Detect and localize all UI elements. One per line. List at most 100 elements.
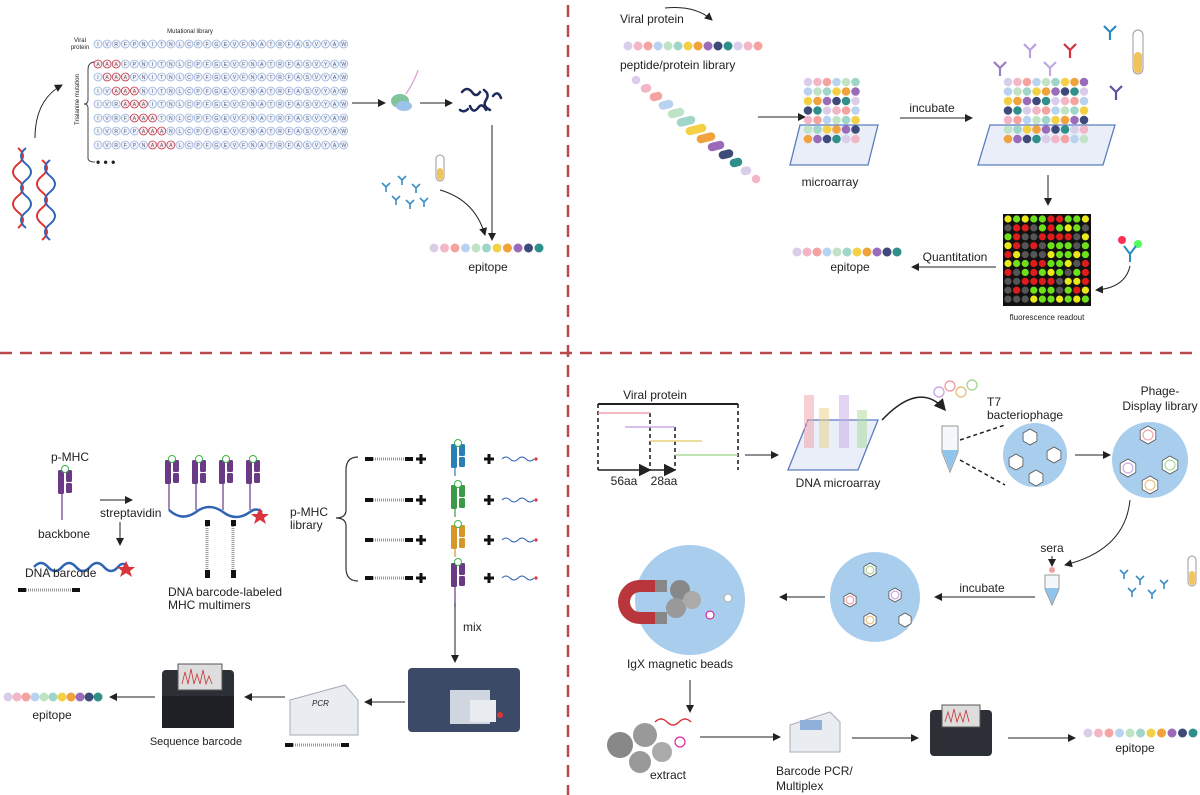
array-spot (1013, 125, 1022, 134)
dna-fragment-icon (654, 718, 692, 726)
residue-letter: C (187, 116, 191, 122)
residue (220, 72, 230, 82)
residue (302, 99, 312, 109)
residue (166, 86, 176, 96)
barcode-end (405, 576, 413, 580)
plus-icon (484, 573, 494, 583)
array-spot (1051, 77, 1060, 87)
residue-letter: N (251, 116, 255, 122)
antibodies-icon (993, 25, 1123, 100)
library-bead (686, 115, 696, 125)
extract-label: extract (650, 768, 687, 782)
residue (93, 72, 103, 82)
dna-barcode-label: DNA barcode (25, 566, 97, 580)
array-spot (1032, 106, 1041, 115)
dna-helix-icon (12, 147, 56, 241)
peptide-icon (222, 455, 230, 463)
residue-letter: P (133, 42, 137, 48)
residue (302, 86, 312, 96)
barcode-end (205, 570, 210, 578)
epitope-beads (792, 247, 902, 257)
residue-letter: V (315, 89, 319, 95)
residue (175, 99, 185, 109)
phage-rings-icon (933, 379, 978, 398)
array-spot (1079, 106, 1089, 115)
residue-letter: P (196, 75, 200, 81)
mhc-chain (200, 473, 206, 483)
fluorescence-spot (1081, 251, 1089, 259)
residue-letter: V (233, 62, 237, 68)
epitope-bead (882, 247, 892, 257)
zoom-line (959, 459, 1006, 486)
residue (311, 72, 321, 82)
residue-letter: A (169, 143, 173, 149)
residue (230, 39, 239, 49)
residue-letter: N (169, 129, 173, 135)
residue (284, 99, 294, 109)
plus-icon (484, 495, 494, 505)
residue-letter: V (105, 143, 109, 149)
mhc-chain (200, 460, 206, 472)
residue (239, 126, 249, 136)
array-spot (1022, 77, 1032, 87)
array-spot (851, 96, 860, 106)
array-spot (1022, 96, 1032, 106)
array-spot (1013, 96, 1022, 106)
backbone-dna-icon (33, 561, 127, 573)
library-bead (642, 83, 652, 93)
mhc-chain (459, 525, 465, 537)
epitope-bead (440, 243, 449, 253)
array-spot (1041, 96, 1051, 106)
fluorescence-spot (1056, 251, 1064, 259)
fluorescence-spot (1064, 277, 1072, 285)
mutant-residue (120, 72, 130, 82)
array-spot (1013, 115, 1022, 125)
array-spot (1079, 125, 1089, 134)
barcode-end (365, 576, 373, 580)
residue (330, 59, 340, 69)
residue-letter: T (160, 89, 163, 95)
residue-letter: I (97, 89, 98, 95)
array-spot (1051, 96, 1060, 106)
array-spot (1013, 87, 1022, 96)
phage-capsid (1119, 458, 1137, 478)
residue (239, 140, 249, 150)
residue (330, 126, 340, 136)
array-spot (841, 87, 851, 96)
fluorescence-spot (1013, 259, 1021, 268)
residue (302, 113, 312, 123)
mhc-chain (451, 525, 457, 549)
array-spot (1051, 115, 1060, 125)
phage-label-1: Phage- (1141, 384, 1180, 398)
fluorescence-spot (1021, 242, 1029, 250)
fluorescence-spot (1021, 215, 1029, 223)
residue-letter: T (160, 75, 163, 81)
residue (257, 99, 267, 109)
residue-letter: T (160, 116, 163, 122)
barcode-end (365, 538, 373, 542)
residue-letter: F (242, 62, 245, 68)
pmhc-label: p-MHC (51, 450, 89, 464)
residue-letter: A (115, 89, 119, 95)
peptide-icon (249, 455, 257, 463)
epitope-bead (482, 243, 491, 253)
residue (211, 39, 221, 49)
residue (311, 140, 321, 150)
residue-letter: A (105, 62, 109, 68)
array-spot (1060, 125, 1070, 134)
residue-letter: A (115, 62, 119, 68)
residue (193, 126, 203, 136)
array-spot (1032, 125, 1041, 134)
plus-icon (416, 573, 426, 583)
phage-capsid (843, 592, 857, 608)
fluorescence-spot (1056, 233, 1064, 241)
array-spot (1022, 134, 1032, 144)
residue-letter: T (269, 116, 272, 122)
residue (330, 86, 340, 96)
array-spot (841, 134, 851, 144)
array-spot (1022, 115, 1032, 125)
residue (275, 59, 285, 69)
array-spot (851, 115, 860, 125)
residue-letter: T (269, 102, 272, 108)
residue-letter: I (152, 42, 153, 48)
